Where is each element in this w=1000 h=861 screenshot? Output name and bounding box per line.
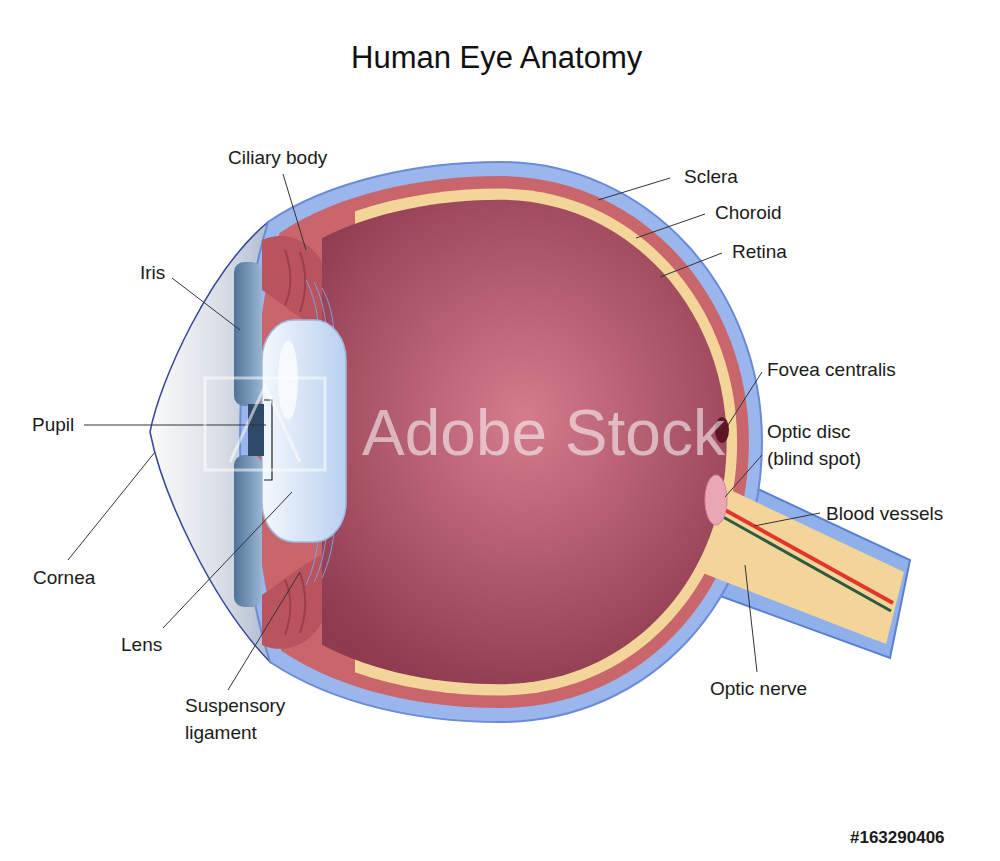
ciliary-body bbox=[262, 555, 322, 649]
iris-shape bbox=[234, 455, 262, 607]
iris-shape bbox=[234, 262, 262, 406]
part-label: Cornea bbox=[33, 564, 95, 591]
pupil-shape bbox=[248, 404, 264, 456]
lens-shape bbox=[262, 320, 346, 542]
part-label: Optic nerve bbox=[710, 675, 807, 702]
vitreous-body bbox=[322, 200, 727, 684]
part-label: Retina bbox=[732, 238, 787, 265]
part-label: Optic disc (blind spot) bbox=[767, 418, 882, 472]
lens-highlight bbox=[278, 340, 298, 420]
diagram-title: Human Eye Anatomy bbox=[351, 38, 642, 78]
pupil-bracket bbox=[264, 400, 272, 480]
part-label: Blood vessels bbox=[826, 500, 943, 527]
part-label: Suspensory ligament bbox=[185, 692, 297, 746]
leader-lines bbox=[68, 174, 820, 690]
part-label: Pupil bbox=[32, 411, 74, 438]
retina-shape bbox=[355, 189, 737, 696]
watermark-text: Adobe Stock bbox=[362, 393, 725, 473]
blood-vessel bbox=[716, 513, 891, 611]
ciliary-body bbox=[262, 236, 322, 330]
choroid-shape bbox=[253, 176, 749, 708]
part-label: Ciliary body bbox=[228, 144, 327, 171]
cornea-shape bbox=[150, 222, 270, 662]
nerve-core bbox=[700, 478, 904, 644]
part-label: Iris bbox=[140, 259, 165, 286]
part-label: Lens bbox=[121, 631, 162, 658]
nerve-sheath bbox=[690, 462, 910, 658]
watermark-logo bbox=[205, 378, 325, 470]
stock-number: #163290406 bbox=[850, 826, 945, 850]
optic-disc bbox=[705, 475, 727, 525]
sclera-shape bbox=[240, 162, 762, 722]
part-label: Choroid bbox=[715, 199, 782, 226]
part-label: Fovea centralis bbox=[767, 356, 896, 383]
part-label: Sclera bbox=[684, 163, 738, 190]
